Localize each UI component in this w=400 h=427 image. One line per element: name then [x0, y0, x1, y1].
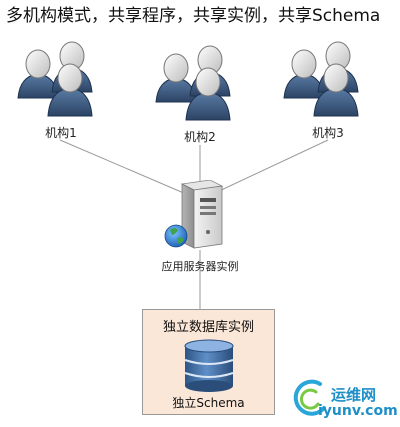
person-front [313, 63, 359, 117]
server-icon [164, 180, 224, 249]
users-group-icon [283, 41, 359, 117]
person-front [185, 67, 231, 121]
database-instance-title: 独立数据库实例 [162, 320, 254, 335]
person-front [47, 63, 93, 117]
database-instance-box: 独立数据库实例 独立Schema [142, 309, 275, 415]
watermark-logo-icon [293, 379, 326, 416]
schema-label: 独立Schema [172, 396, 245, 410]
line-org1-server [59, 139, 201, 201]
org-label-2: 机构2 [184, 130, 216, 144]
database-cylinder-icon [184, 339, 234, 392]
org-label-3: 机构3 [312, 126, 344, 140]
person-back-left [155, 53, 197, 103]
person-back-left [17, 49, 59, 99]
globe-icon [164, 224, 188, 248]
diagram-title: 多机构模式，共享程序，共享实例，共享Schema [6, 6, 381, 26]
server-tower [180, 180, 224, 249]
users-group-icon [17, 41, 93, 117]
server-label: 应用服务器实例 [161, 260, 239, 273]
org-label-1: 机构1 [45, 126, 77, 140]
person-back-left [283, 49, 325, 99]
users-group-icon [155, 45, 231, 121]
watermark-cn: 运维网 [331, 386, 377, 404]
watermark-url: iyunv.com [318, 403, 398, 419]
